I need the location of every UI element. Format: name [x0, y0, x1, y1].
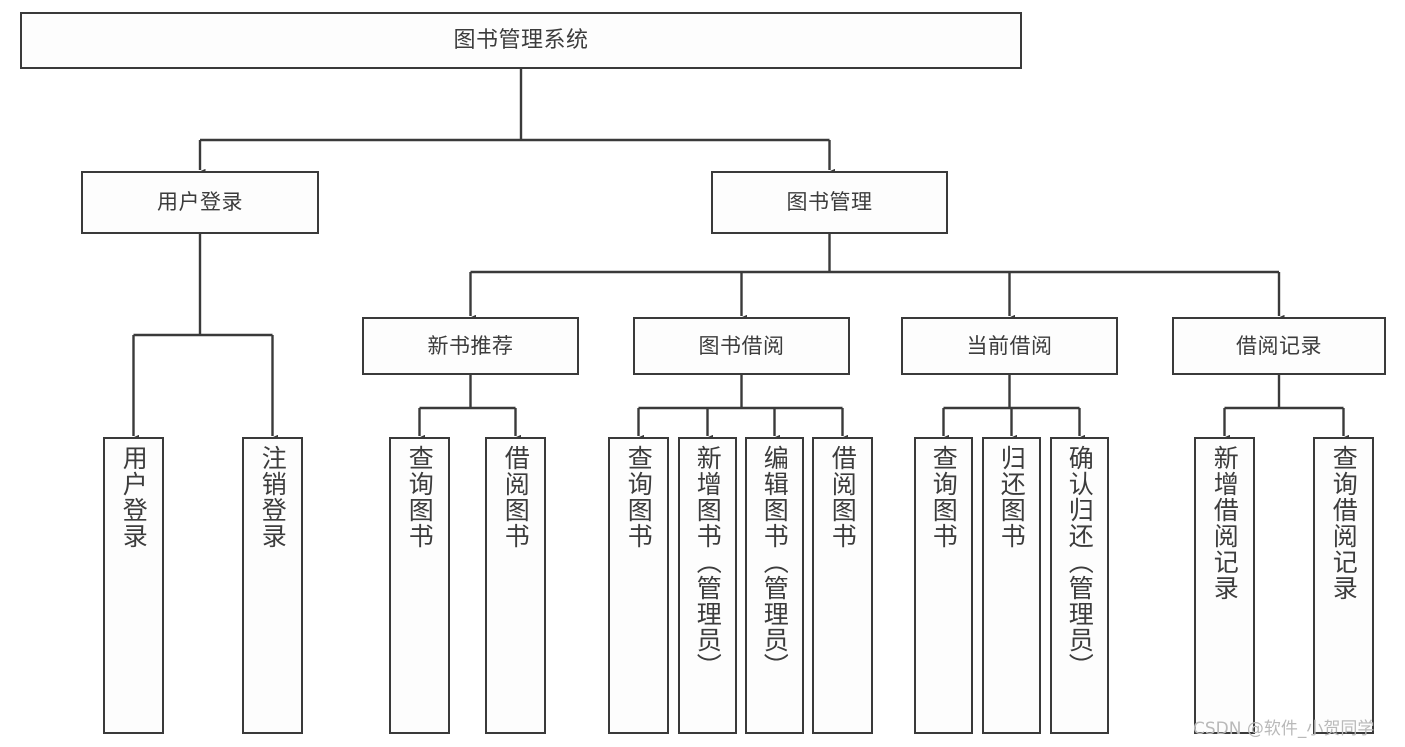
node-br-query-record[interactable]: 查询借阅记录 [1313, 437, 1374, 734]
node-bb-add-book[interactable]: 新增图书（管理员） [678, 437, 737, 734]
node-current-borrow[interactable]: 当前借阅 [901, 317, 1118, 375]
node-label-current-borrow: 当前借阅 [966, 333, 1053, 358]
node-label-rec-query-book: 查询图书 [405, 445, 435, 549]
node-label-bb-query-book: 查询图书 [624, 445, 654, 549]
node-br-add-record[interactable]: 新增借阅记录 [1194, 437, 1255, 734]
node-new-book-rec[interactable]: 新书推荐 [362, 317, 579, 375]
node-label-book-manage: 图书管理 [786, 190, 873, 215]
node-borrow-record[interactable]: 借阅记录 [1172, 317, 1386, 375]
node-label-root: 图书管理系统 [453, 27, 589, 53]
node-bb-edit-book[interactable]: 编辑图书（管理员） [745, 437, 804, 734]
node-label-cb-query-book: 查询图书 [929, 445, 959, 549]
node-rec-query-book[interactable]: 查询图书 [389, 437, 450, 734]
node-label-bb-borrow-book: 借阅图书 [828, 445, 858, 549]
node-label-rec-borrow-book: 借阅图书 [501, 445, 531, 549]
node-login-do[interactable]: 用户登录 [103, 437, 164, 734]
node-user-login[interactable]: 用户登录 [81, 171, 319, 234]
node-label-login-do: 用户登录 [119, 445, 149, 549]
node-label-logout-do: 注销登录 [258, 445, 288, 549]
node-rec-borrow-book[interactable]: 借阅图书 [485, 437, 546, 734]
node-label-book-borrow: 图书借阅 [698, 333, 785, 358]
node-label-new-book-rec: 新书推荐 [427, 333, 514, 358]
node-cb-query-book[interactable]: 查询图书 [914, 437, 973, 734]
connector-lines [128, 69, 1349, 445]
node-label-br-query-record: 查询借阅记录 [1329, 445, 1359, 601]
node-label-user-login: 用户登录 [157, 190, 243, 215]
node-root[interactable]: 图书管理系统 [20, 12, 1022, 69]
node-book-borrow[interactable]: 图书借阅 [633, 317, 850, 375]
node-label-br-add-record: 新增借阅记录 [1210, 445, 1240, 601]
node-cb-confirm-return[interactable]: 确认归还（管理员） [1050, 437, 1109, 734]
node-label-bb-add-book: 新增图书（管理员） [693, 445, 723, 679]
csdn-watermark: CSDN @软件_小贺同学 [1193, 719, 1375, 739]
node-book-manage[interactable]: 图书管理 [711, 171, 948, 234]
node-logout-do[interactable]: 注销登录 [242, 437, 303, 734]
node-bb-borrow-book[interactable]: 借阅图书 [812, 437, 873, 734]
node-label-cb-confirm-return: 确认归还（管理员） [1065, 445, 1095, 679]
node-bb-query-book[interactable]: 查询图书 [608, 437, 669, 734]
node-cb-return-book[interactable]: 归还图书 [982, 437, 1041, 734]
node-label-bb-edit-book: 编辑图书（管理员） [760, 445, 790, 679]
node-label-cb-return-book: 归还图书 [997, 445, 1027, 549]
node-label-borrow-record: 借阅记录 [1236, 333, 1322, 358]
